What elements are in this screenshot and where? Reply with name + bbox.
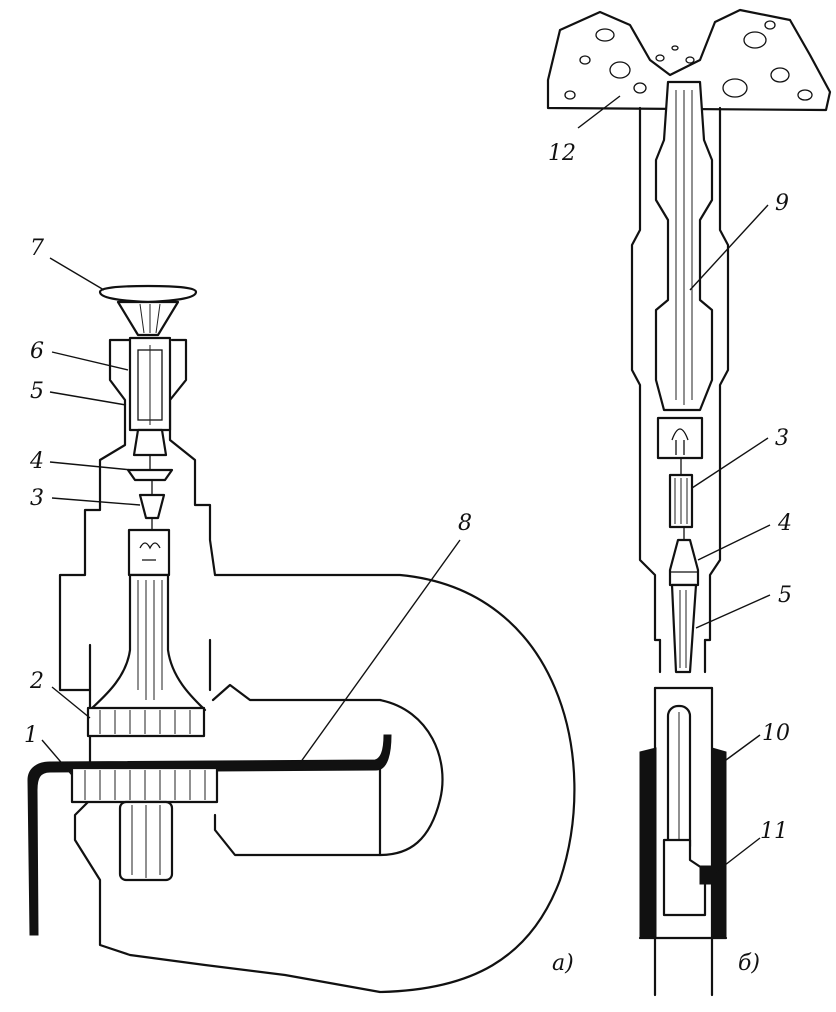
label-9: 9 [775,191,789,216]
collar [86,706,206,738]
holder-11 [662,838,707,917]
label-8: 8 [458,511,472,536]
part-4 [668,538,700,587]
workpiece-strip [27,734,392,936]
label-5a: 5 [30,379,44,404]
label-11: 11 [760,819,788,844]
label-10: 10 [762,721,790,746]
tool-sleeve [630,106,730,642]
label-4b: 4 [777,511,792,536]
label-3b: 3 [775,426,789,451]
label-12: 12 [548,141,576,166]
pin-3 [138,493,166,520]
label-6: 6 [30,339,44,364]
label-1: 1 [24,723,38,748]
panel-a: 7 6 5 4 3 8 2 1 а) [24,236,576,994]
label-5b: 5 [778,583,792,608]
label-3a: 3 [30,486,44,511]
panel-label-b: б) [738,951,760,976]
nut-4 [132,428,168,457]
press-frame [58,338,576,994]
plunger-body [88,573,207,712]
panel-b: 12 9 3 4 5 10 11 б) [546,8,832,997]
porous-material [546,8,832,112]
part-5 [670,583,698,674]
knob-stem [116,300,180,337]
label-2: 2 [29,669,44,694]
label-4a: 4 [29,449,44,474]
frame-slot [211,683,444,857]
plunger-head [127,528,171,577]
label-7: 7 [30,236,44,261]
handwheel-knob [98,284,198,304]
panel-label-a: а) [552,951,574,976]
